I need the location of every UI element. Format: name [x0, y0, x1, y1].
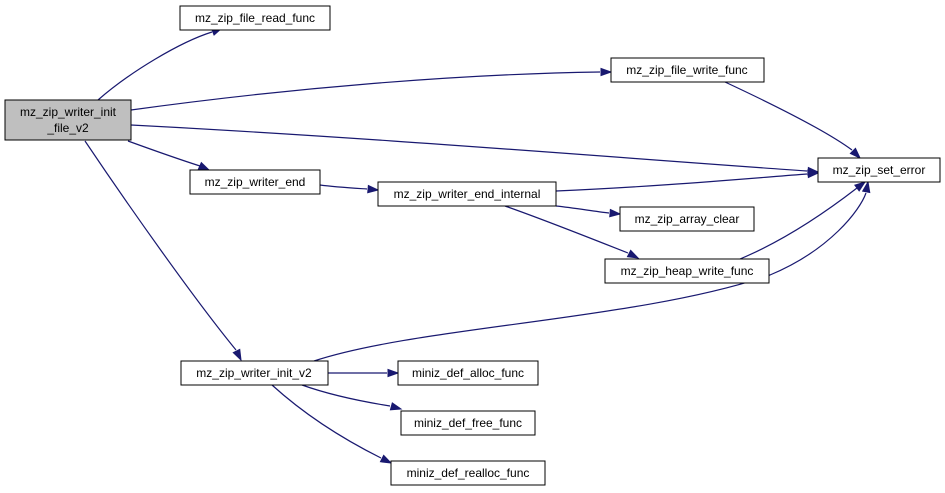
edge-line	[739, 187, 858, 260]
edge-line	[301, 384, 391, 407]
edge-writer-init-v2-to-def-alloc	[328, 368, 400, 378]
node-mz-zip-file-read-func[interactable]: mz_zip_file_read_func	[179, 5, 331, 31]
arrowhead	[600, 67, 613, 77]
arrowhead	[854, 181, 867, 192]
edge-line	[555, 205, 610, 214]
edge-line	[97, 31, 213, 101]
edge-root-to-read-func	[97, 27, 224, 101]
edge-heap-write-func-to-set-error	[739, 181, 867, 260]
arrowhead	[379, 454, 393, 464]
node-mz-zip-heap-write-func[interactable]: mz_zip_heap_write_func	[604, 258, 770, 284]
edge-root-to-writer-init-v2	[84, 140, 242, 362]
node-label: miniz_def_realloc_func	[407, 466, 530, 480]
node-label: mz_zip_array_clear	[635, 212, 740, 226]
node-miniz-def-free-func[interactable]: miniz_def_free_func	[400, 410, 536, 436]
edges-layer	[84, 27, 871, 464]
node-label-line-2: _file_v2	[46, 121, 89, 135]
node-label: mz_zip_file_write_func	[626, 63, 747, 77]
node-mz-zip-set-error[interactable]: mz_zip_set_error	[817, 157, 941, 183]
arrowhead	[626, 249, 640, 259]
arrowhead	[389, 402, 403, 411]
node-mz-zip-file-write-func[interactable]: mz_zip_file_write_func	[610, 57, 765, 83]
node-label: mz_zip_writer_end_internal	[394, 187, 541, 201]
node-miniz-def-alloc-func[interactable]: miniz_def_alloc_func	[397, 360, 539, 386]
arrowhead	[197, 161, 211, 171]
edge-line	[555, 173, 808, 192]
node-mz-zip-writer-end[interactable]: mz_zip_writer_end	[189, 169, 321, 195]
node-label: mz_zip_heap_write_func	[621, 264, 754, 278]
edge-line	[319, 184, 368, 190]
edge-writer-end-internal-to-heap-write-func	[504, 205, 640, 259]
node-mz-zip-writer-init-file-v2[interactable]: mz_zip_writer_init _file_v2	[4, 99, 132, 141]
edge-line	[130, 71, 601, 111]
edge-writer-init-v2-to-set-error	[313, 180, 871, 362]
edge-writer-end-internal-to-set-error	[555, 169, 820, 192]
arrowhead	[849, 147, 862, 160]
node-mz-zip-array-clear[interactable]: mz_zip_array_clear	[619, 206, 755, 232]
edge-root-to-write-func	[130, 67, 613, 111]
edge-line	[313, 192, 867, 362]
arrowhead	[232, 348, 242, 362]
arrowhead	[367, 184, 380, 194]
edge-writer-end-internal-to-array-clear	[555, 205, 622, 218]
edge-line	[127, 140, 201, 167]
edge-line	[271, 384, 382, 459]
node-label: mz_zip_file_read_func	[195, 11, 315, 25]
edge-root-to-writer-end	[127, 140, 211, 171]
node-label: mz_zip_writer_end	[205, 175, 306, 189]
edge-line	[130, 124, 808, 172]
node-label: mz_zip_writer_init_v2	[196, 366, 312, 380]
edge-line	[724, 81, 853, 151]
arrowhead	[807, 169, 820, 179]
edge-write-func-to-set-error	[724, 81, 862, 160]
edge-writer-init-v2-to-def-free	[301, 384, 403, 411]
node-label: miniz_def_alloc_func	[412, 366, 524, 380]
edge-writer-end-to-writer-end-internal	[319, 184, 380, 194]
node-miniz-def-realloc-func[interactable]: miniz_def_realloc_func	[390, 460, 546, 486]
edge-writer-init-v2-to-def-realloc	[271, 384, 393, 464]
arrowhead	[609, 208, 622, 218]
arrowhead	[861, 180, 871, 194]
node-label-line-1: mz_zip_writer_init	[20, 105, 117, 119]
arrowhead	[387, 368, 400, 378]
edge-line	[84, 140, 237, 351]
node-mz-zip-writer-end-internal[interactable]: mz_zip_writer_end_internal	[377, 181, 557, 207]
nodes-layer: mz_zip_writer_init _file_v2 mz_zip_file_…	[4, 5, 941, 486]
node-label: mz_zip_set_error	[833, 163, 926, 177]
edge-line	[504, 205, 629, 254]
node-mz-zip-writer-init-v2[interactable]: mz_zip_writer_init_v2	[180, 360, 329, 386]
edge-root-to-set-error	[130, 124, 820, 176]
node-label: miniz_def_free_func	[414, 416, 522, 430]
